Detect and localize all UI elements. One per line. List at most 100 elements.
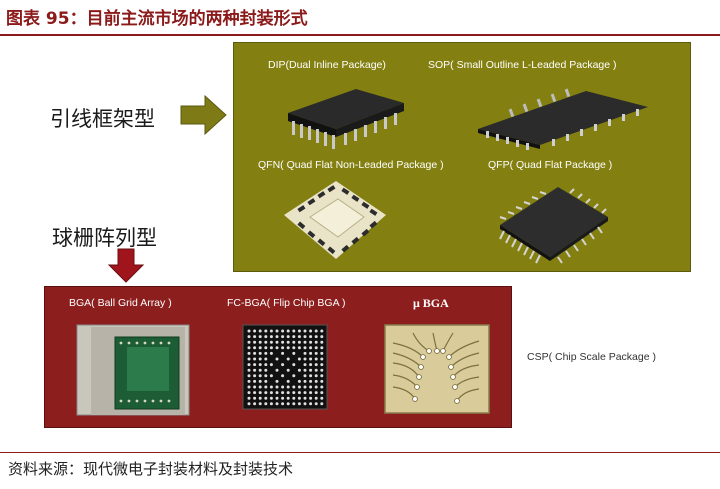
solder-ball	[292, 335, 296, 339]
solder-ball	[286, 346, 290, 350]
solder-ball	[275, 396, 279, 400]
solder-ball	[286, 402, 290, 406]
dip-chip-icon	[288, 89, 404, 149]
solder-ball	[264, 340, 268, 344]
solder-ball	[253, 368, 257, 372]
solder-ball	[314, 357, 318, 361]
solder-ball	[264, 346, 268, 350]
solder-ball	[258, 329, 262, 333]
solder-ball	[286, 340, 290, 344]
solder-ball	[309, 402, 313, 406]
solder-ball	[303, 335, 307, 339]
category-leadframe-label: 引线框架型	[50, 107, 155, 131]
solder-ball	[292, 385, 296, 389]
solder-ball	[286, 391, 290, 395]
solder-ball	[258, 396, 262, 400]
solder-ball	[292, 396, 296, 400]
solder-ball	[258, 340, 262, 344]
solder-ball	[264, 379, 268, 383]
solder-ball	[320, 340, 324, 344]
bga-panel: BGA( Ball Grid Array ) FC-BGA( Flip Chip…	[44, 286, 512, 428]
solder-ball	[281, 335, 285, 339]
solder-ball	[253, 346, 257, 350]
footer-divider	[0, 452, 720, 453]
solder-ball	[309, 391, 313, 395]
solder-ball	[247, 346, 251, 350]
solder-ball	[297, 357, 301, 361]
solder-ball	[275, 385, 279, 389]
solder-ball	[309, 385, 313, 389]
solder-ball	[292, 363, 296, 367]
solder-ball	[264, 374, 268, 378]
solder-ball	[320, 335, 324, 339]
solder-ball	[314, 374, 318, 378]
solder-ball	[264, 391, 268, 395]
solder-ball	[314, 363, 318, 367]
solder-ball	[314, 346, 318, 350]
source-note: 资料来源：现代微电子封装材料及封装技术	[8, 460, 294, 478]
solder-ball	[258, 346, 262, 350]
figure-title: 图表 95：目前主流市场的两种封装形式	[6, 9, 308, 29]
solder-ball	[269, 329, 273, 333]
solder-ball	[309, 335, 313, 339]
solder-ball	[247, 385, 251, 389]
solder-ball	[303, 402, 307, 406]
bga-label: BGA( Ball Grid Array )	[69, 297, 172, 309]
solder-ball	[247, 379, 251, 383]
solder-ball	[286, 385, 290, 389]
solder-ball	[264, 402, 268, 406]
solder-ball	[292, 340, 296, 344]
solder-ball	[275, 329, 279, 333]
leadframe-panel: DIP(Dual Inline Package) SOP( Small Outl…	[233, 42, 691, 272]
solder-ball	[275, 346, 279, 350]
solder-ball	[314, 402, 318, 406]
qfn-chip-icon	[284, 181, 386, 259]
arrow-right-icon	[180, 94, 227, 136]
solder-ball	[297, 396, 301, 400]
solder-ball	[281, 374, 285, 378]
solder-ball	[314, 368, 318, 372]
solder-ball	[264, 335, 268, 339]
solder-ball	[292, 351, 296, 355]
solder-ball	[292, 374, 296, 378]
qfn-label: QFN( Quad Flat Non-Leaded Package )	[258, 159, 444, 171]
solder-ball	[286, 396, 290, 400]
qfp-chip-icon	[499, 187, 608, 264]
solder-ball	[281, 363, 285, 367]
solder-ball	[275, 335, 279, 339]
solder-ball	[253, 335, 257, 339]
solder-ball	[253, 357, 257, 361]
solder-ball	[297, 340, 301, 344]
solder-ball	[292, 402, 296, 406]
category-bga-label: 球栅阵列型	[52, 226, 157, 250]
solder-ball	[247, 351, 251, 355]
solder-ball	[258, 402, 262, 406]
solder-ball	[253, 396, 257, 400]
title-divider	[0, 34, 720, 36]
solder-ball	[281, 329, 285, 333]
solder-ball	[253, 385, 257, 389]
solder-ball	[275, 391, 279, 395]
solder-ball	[247, 363, 251, 367]
solder-ball	[281, 396, 285, 400]
solder-ball	[264, 329, 268, 333]
solder-ball	[314, 340, 318, 344]
solder-ball	[247, 368, 251, 372]
solder-ball	[320, 363, 324, 367]
solder-ball	[258, 391, 262, 395]
solder-ball	[253, 391, 257, 395]
solder-ball	[297, 346, 301, 350]
sop-label: SOP( Small Outline L-Leaded Package )	[428, 59, 617, 71]
solder-ball	[314, 329, 318, 333]
solder-ball	[303, 379, 307, 383]
solder-ball	[253, 340, 257, 344]
solder-ball	[269, 391, 273, 395]
solder-ball	[269, 351, 273, 355]
solder-ball	[286, 357, 290, 361]
solder-ball	[320, 402, 324, 406]
solder-ball	[264, 385, 268, 389]
solder-ball	[269, 374, 273, 378]
solder-ball	[258, 368, 262, 372]
solder-ball	[320, 396, 324, 400]
solder-ball	[320, 379, 324, 383]
